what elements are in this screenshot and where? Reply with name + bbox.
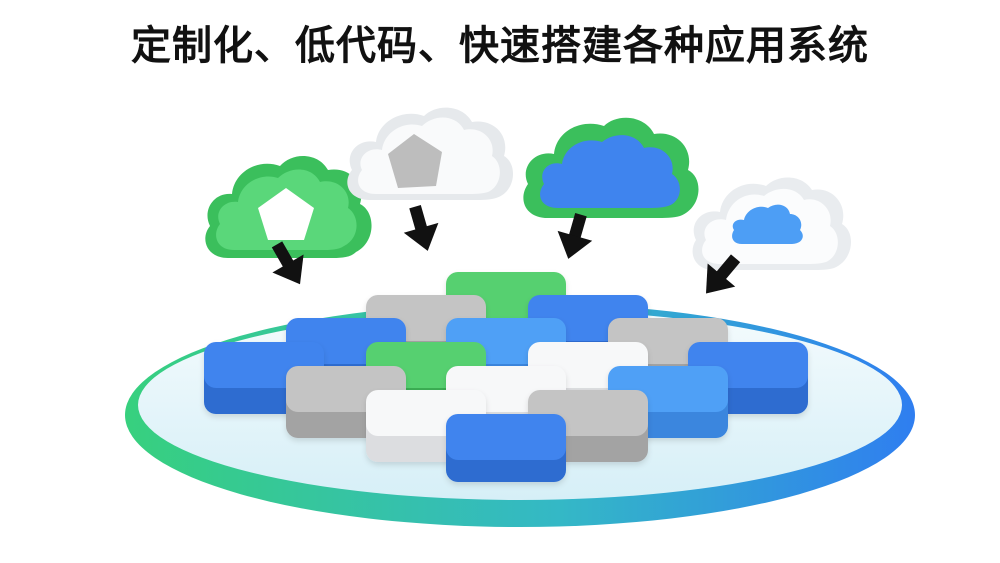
cloud-icon (692, 177, 852, 270)
cloud-pentagon-icon (205, 155, 372, 258)
arrow-down-icon (271, 241, 304, 285)
cloud-pentagon-icon (347, 107, 514, 200)
arrow-down-icon (706, 254, 741, 294)
arrow-down-icon (403, 205, 439, 251)
cloud-icon (523, 117, 699, 218)
block-grid (204, 272, 808, 482)
arrow-down-icon (557, 213, 593, 259)
block (446, 414, 566, 482)
headline: 定制化、低代码、快速搭建各种应用系统 (131, 23, 869, 69)
